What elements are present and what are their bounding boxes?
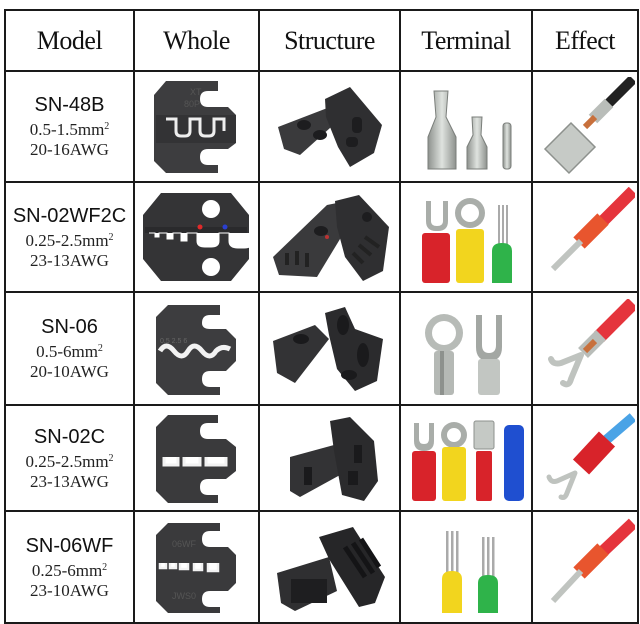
crimp-die-06-icon: 0.5 2.5 6 bbox=[155, 304, 236, 395]
crimp-die-48b-icon: XT 80P bbox=[153, 80, 236, 173]
size-sup: 2 bbox=[108, 231, 114, 243]
insulated-fork-ring-ferrule-terminals-icon bbox=[422, 198, 512, 283]
model-name: SN-02WF2C bbox=[12, 204, 127, 227]
terminal-cell bbox=[399, 181, 533, 293]
table-row: SN-48B 0.5-1.5mm2 20-16AWG XT 80P bbox=[4, 70, 639, 183]
model-size: 0.5-1.5mm2 bbox=[6, 117, 133, 140]
model-awg: 20-16AWG bbox=[30, 140, 109, 159]
whole-cell: 0.5 2.5 6 bbox=[133, 291, 260, 406]
effect-cell bbox=[531, 404, 639, 512]
model-cell: SN-06 0.5-6mm2 20-10AWG bbox=[4, 291, 135, 406]
terminal-cell bbox=[399, 291, 533, 406]
size-mm: 0.5-6mm bbox=[36, 342, 98, 361]
model-name: SN-06WF bbox=[25, 534, 114, 557]
non-insulated-female-spade-terminals-icon bbox=[427, 90, 512, 169]
crimp-die-02wf2c-icon bbox=[143, 193, 254, 281]
header-structure: Structure bbox=[258, 9, 401, 72]
non-insulated-ring-fork-terminals-icon bbox=[425, 313, 502, 395]
model-name: SN-48B bbox=[34, 94, 105, 116]
die-structure-02c-icon bbox=[289, 416, 378, 501]
terminal-cell bbox=[399, 70, 533, 183]
size-sup: 2 bbox=[102, 561, 108, 573]
die-structure-02wf2c-icon bbox=[273, 195, 389, 281]
size-sup: 2 bbox=[97, 343, 103, 354]
structure-cell bbox=[258, 291, 401, 406]
whole-cell: 06WF JWS0 bbox=[133, 510, 260, 624]
svg-text:06WF: 06WF bbox=[172, 539, 197, 549]
crimped-insulated-fork-icon bbox=[546, 412, 635, 500]
header-model: Model bbox=[4, 9, 135, 72]
die-structure-48b-icon bbox=[277, 86, 382, 167]
svg-text:JWS0: JWS0 bbox=[172, 591, 196, 601]
crimped-ferrule-icon bbox=[550, 518, 635, 604]
whole-cell bbox=[133, 404, 260, 512]
table-row: SN-06WF 0.25-6mm2 23-10AWG 06WF JWS0 bbox=[4, 510, 639, 624]
svg-text:XT: XT bbox=[190, 87, 202, 97]
structure-cell bbox=[258, 510, 401, 624]
structure-cell bbox=[258, 70, 401, 183]
model-cell: SN-02WF2C 0.25-2.5mm2 23-13AWG bbox=[4, 181, 135, 293]
svg-text:0.5 2.5 6: 0.5 2.5 6 bbox=[160, 338, 187, 345]
model-size: 0.25-2.5mm2 bbox=[6, 449, 133, 472]
size-mm: 0.25-2.5mm bbox=[25, 230, 109, 250]
size-sup: 2 bbox=[104, 121, 110, 132]
crimped-female-spade-icon bbox=[543, 76, 635, 174]
effect-cell bbox=[531, 510, 639, 624]
effect-cell bbox=[531, 291, 639, 406]
header-effect: Effect bbox=[531, 9, 639, 72]
svg-text:80P: 80P bbox=[184, 99, 200, 109]
model-awg: 20-10AWG bbox=[30, 362, 109, 381]
crimped-ferrule-icon bbox=[550, 187, 635, 272]
table-row: SN-06 0.5-6mm2 20-10AWG 0.5 2.5 6 bbox=[4, 291, 639, 406]
model-size: 0.25-2.5mm2 bbox=[6, 228, 133, 251]
structure-cell bbox=[258, 404, 401, 512]
size-sup: 2 bbox=[108, 452, 114, 464]
header-terminal: Terminal bbox=[399, 9, 533, 72]
model-awg: 23-13AWG bbox=[30, 250, 109, 270]
model-size: 0.25-6mm2 bbox=[6, 558, 133, 581]
header-whole: Whole bbox=[133, 9, 260, 72]
crimp-die-02c-icon bbox=[155, 414, 236, 503]
whole-cell: XT 80P bbox=[133, 70, 260, 183]
size-mm: 0.25-6mm bbox=[31, 560, 103, 580]
model-awg: 23-13AWG bbox=[30, 471, 109, 491]
model-cell: SN-02C 0.25-2.5mm2 23-13AWG bbox=[4, 404, 135, 512]
model-name: SN-06 bbox=[41, 316, 98, 338]
whole-cell bbox=[133, 181, 260, 293]
crimp-die-06wf-icon: 06WF JWS0 bbox=[155, 523, 236, 613]
die-structure-06wf-icon bbox=[277, 527, 385, 611]
table-row: SN-02C 0.25-2.5mm2 23-13AWG bbox=[4, 404, 639, 512]
insulated-fork-ring-spade-butt-terminals-icon bbox=[411, 420, 524, 501]
insulated-ferrules-icon bbox=[442, 531, 498, 613]
die-structure-06-icon bbox=[273, 306, 383, 391]
model-size: 0.5-6mm2 bbox=[6, 339, 133, 362]
crimp-die-spec-table: Model Whole Structure Terminal Effect SN… bbox=[4, 9, 639, 624]
size-mm: 0.25-2.5mm bbox=[25, 451, 109, 471]
effect-cell bbox=[531, 70, 639, 183]
model-awg: 23-10AWG bbox=[30, 580, 109, 600]
terminal-cell bbox=[399, 404, 533, 512]
model-cell: SN-06WF 0.25-6mm2 23-10AWG bbox=[4, 510, 135, 624]
crimped-fork-icon bbox=[548, 298, 635, 387]
model-cell: SN-48B 0.5-1.5mm2 20-16AWG bbox=[4, 70, 135, 183]
model-name: SN-02C bbox=[33, 425, 106, 448]
effect-cell bbox=[531, 181, 639, 293]
terminal-cell bbox=[399, 510, 533, 624]
header-row: Model Whole Structure Terminal Effect bbox=[4, 9, 639, 72]
size-mm: 0.5-1.5mm bbox=[29, 120, 105, 139]
table-row: SN-02WF2C 0.25-2.5mm2 23-13AWG bbox=[4, 181, 639, 293]
structure-cell bbox=[258, 181, 401, 293]
